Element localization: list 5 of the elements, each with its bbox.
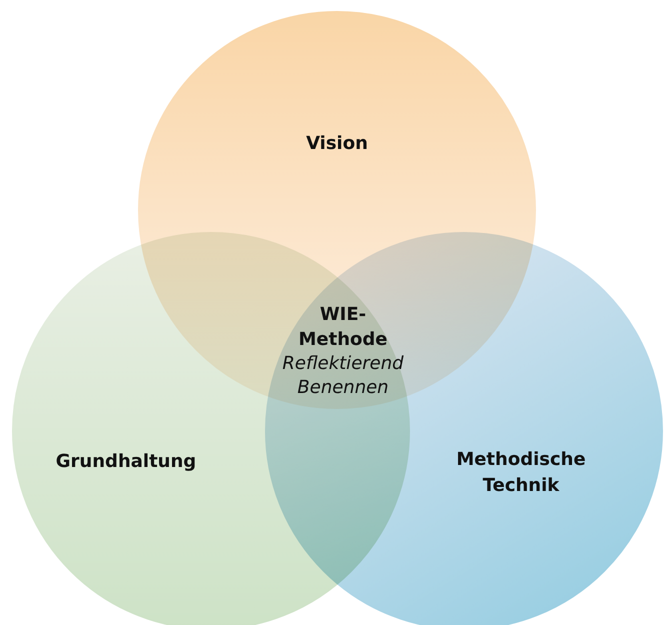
circle-label: Grundhaltung: [54, 450, 198, 474]
center-title: WIE- Methode: [298, 303, 388, 352]
circle-label: Methodische Technik: [455, 448, 587, 498]
center-subtitle: Reflektierend Benennen: [281, 352, 405, 400]
circle-label: Vision: [305, 132, 369, 156]
